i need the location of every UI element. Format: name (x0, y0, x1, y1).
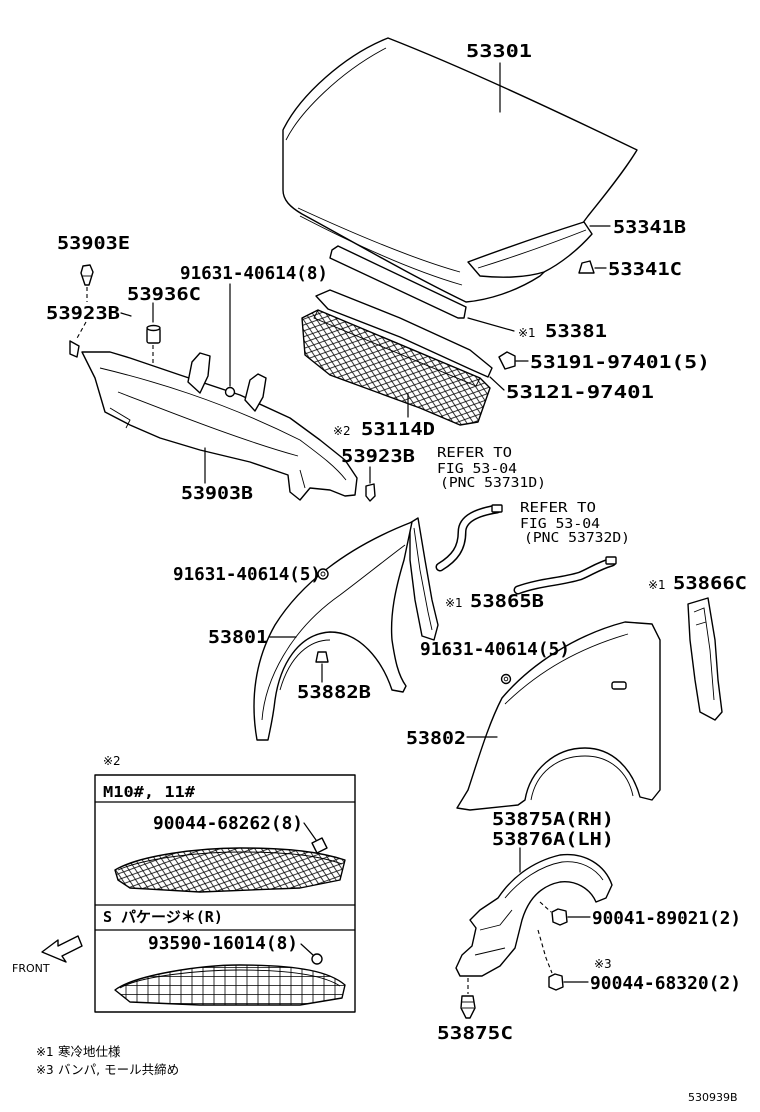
callout-liner-rh: 53875A(RH) (492, 809, 614, 830)
reference-note-1-line-1: REFER TO (437, 446, 512, 461)
seal-53866c-drawing (687, 597, 723, 721)
footnote-3-mark: ※3 (36, 1063, 54, 1077)
callout-seal-53865b: 53865B (470, 591, 544, 612)
callout-radiator-support: 53903B (181, 483, 253, 504)
figure-code: 530939B (688, 1091, 738, 1104)
inset-box (94, 774, 356, 1013)
footnote-1-mark: ※1 (36, 1045, 54, 1059)
inset-grille-variant-2-drawing (114, 943, 346, 1006)
liner-clip-drawing (460, 978, 476, 1019)
callout-liner-clip: 53875C (437, 1023, 513, 1044)
callout-fender-bolt-rh: 91631-40614(5) (420, 639, 570, 660)
inset-variant-2-header: S パケージ＊(R) (103, 908, 223, 926)
seal-53381-drawing (329, 245, 515, 332)
callout-hood: 53301 (466, 41, 532, 62)
callout-labels: 53301 53341B 53341C 53903E 91631-40614(8… (46, 41, 747, 1044)
inset-variant-1-part: 90044-68262(8) (153, 813, 303, 834)
liner-drawing (455, 847, 613, 977)
fender-rh-drawing (456, 621, 661, 811)
callout-liner-lh: 53876A(LH) (492, 829, 614, 850)
callout-grille-clip: 53191-97401(5) (530, 352, 710, 373)
callout-hood-cushion: 53341C (608, 259, 682, 280)
radiator-support-drawing (81, 283, 358, 501)
footnotes: ※1 寒冷地仕様 ※3 バンパ, モール共締め (36, 1044, 179, 1077)
hood-seal-drawing (467, 221, 611, 278)
seal-53865b-drawing (409, 517, 439, 641)
reference-note-2-line-1: REFER TO (520, 501, 596, 516)
clip-53903e-drawing (80, 264, 94, 302)
reference-note-2: REFER TO FIG 53-04 (PNC 53732D) (520, 501, 630, 546)
callout-cushion-53936c: 53936C (127, 284, 201, 305)
reference-tube-2-drawing (513, 556, 617, 595)
note-mark-inset: ※2 (103, 754, 121, 768)
note-mark-seal-53865b: ※1 (445, 596, 463, 610)
clip-53923b-left-drawing (69, 312, 132, 358)
liner-screw-bumper-drawing (537, 929, 589, 991)
note-mark-grille: ※2 (333, 424, 351, 438)
reference-tube-1-drawing (435, 504, 503, 572)
callout-grille-retainer: 53121-97401 (506, 382, 654, 403)
callout-seal-53381: 53381 (545, 321, 607, 342)
callout-hood-seal: 53341B (613, 217, 686, 238)
front-arrow-label: FRONT (12, 962, 50, 975)
reference-note-2-line-3: (PNC 53732D) (524, 531, 630, 546)
inset-variant-2-part: 93590-16014(8) (148, 933, 298, 954)
callout-seal-53866c: 53866C (673, 573, 747, 594)
note-mark-seal-53866c: ※1 (648, 578, 666, 592)
callout-clip-53923b-right: 53923B (341, 446, 415, 467)
grille-clip-drawing (498, 351, 529, 370)
grille-drawing (301, 309, 491, 426)
fender-bolt-rh-drawing (500, 673, 512, 685)
inset-grille-variant-1-drawing (114, 822, 346, 893)
callout-fender-rh: 53802 (406, 728, 466, 749)
footnote-3-text: バンパ, モール共締め (58, 1062, 179, 1077)
callout-fender-lh: 53801 (208, 627, 268, 648)
note-mark-seal-53381: ※1 (518, 326, 536, 340)
hood-cushion-drawing (578, 260, 607, 274)
reference-note-1-line-3: (PNC 53731D) (440, 476, 546, 491)
grille-retainer-drawing (315, 289, 505, 391)
reference-note-2-line-2: FIG 53-04 (520, 517, 600, 532)
plug-53882b-drawing (315, 651, 329, 683)
callout-liner-screw: 90041-89021(2) (592, 908, 741, 929)
callout-plug-53882b: 53882B (297, 682, 371, 703)
front-arrow: FRONT (12, 935, 83, 975)
callout-liner-screw-bumper: 90044-68320(2) (590, 973, 741, 994)
fender-lh-drawing (253, 521, 413, 741)
callout-clip-53923b-left: 53923B (46, 303, 120, 324)
callout-support-bolt: 91631-40614(8) (180, 263, 328, 284)
note-mark-liner-screw-bumper: ※3 (594, 957, 612, 971)
footnote-1-text: 寒冷地仕様 (58, 1044, 121, 1059)
cushion-53936c-drawing (146, 302, 161, 366)
inset-variant-1-header: M10#, 11# (103, 783, 195, 801)
callout-grille: 53114D (361, 419, 435, 440)
callout-clip-53903e: 53903E (57, 233, 130, 254)
reference-note-1: REFER TO FIG 53-04 (PNC 53731D) (437, 446, 546, 491)
clip-53923b-right-drawing (365, 466, 376, 502)
liner-screw-drawing (539, 901, 591, 926)
callout-fender-bolt-lh: 91631-40614(5) (173, 564, 321, 585)
fender-bolt-lh-drawing (317, 568, 329, 580)
reference-note-1-line-2: FIG 53-04 (437, 462, 517, 477)
inset-labels: ※2 M10#, 11# 90044-68262(8) S パケージ＊(R) 9… (103, 754, 303, 954)
